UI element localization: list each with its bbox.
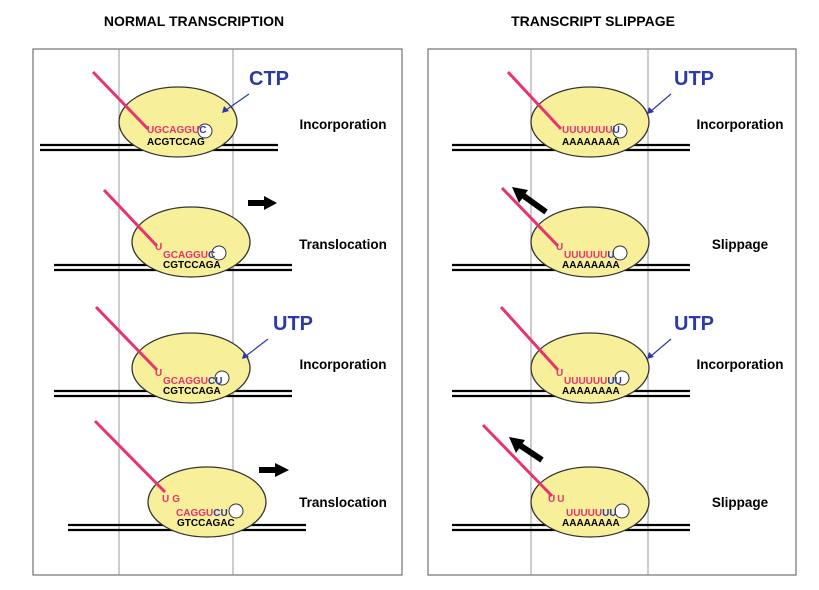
slippage-arrow bbox=[509, 437, 544, 463]
nucleotide-pointer-head bbox=[222, 106, 229, 113]
nucleotide-pointer bbox=[245, 338, 269, 357]
rna-transcript bbox=[94, 305, 159, 372]
nucleotide-pointer-head bbox=[647, 352, 654, 359]
dna-template-sequence: CGTCCAGA bbox=[163, 260, 221, 271]
active-site bbox=[612, 245, 628, 261]
rna-transcript bbox=[500, 186, 560, 248]
active-site bbox=[612, 123, 628, 139]
rna-overhang: U bbox=[556, 242, 563, 253]
dna-template-sequence: GTCCAGAC bbox=[177, 518, 235, 529]
rna-transcript bbox=[102, 188, 159, 248]
slippage-arrow bbox=[512, 187, 548, 215]
dna-template-sequence: AAAAAAAA bbox=[562, 386, 620, 397]
active-site bbox=[197, 123, 213, 139]
normal-step-3: U GCAGGUCU CGTCCAGA UTP Incorporation bbox=[54, 305, 387, 404]
rna-sequence: GCAGGUC bbox=[163, 250, 215, 261]
nucleotide-pointer bbox=[650, 93, 672, 112]
rna-sequence: GCAGGUCU bbox=[163, 376, 222, 387]
panel-title-slippage: TRANSCRIPT SLIPPAGE bbox=[511, 13, 675, 29]
step-label: Incorporation bbox=[697, 357, 784, 372]
panel-frame-normal bbox=[32, 48, 403, 576]
normal-step-1: UGCAGGUC ACGTCCAG CTP Incorporation bbox=[40, 68, 387, 158]
incoming-nucleotide: UTP bbox=[674, 68, 714, 90]
polymerase bbox=[147, 466, 267, 538]
rna-overhang: U bbox=[155, 242, 162, 253]
rna-overhang: UU bbox=[548, 494, 566, 505]
dna-template-sequence: AAAAAAAA bbox=[562, 518, 620, 529]
nucleotide-pointer bbox=[650, 338, 672, 357]
dna-template-sequence: AAAAAAAA bbox=[562, 260, 620, 271]
translocation-arrow bbox=[259, 463, 289, 477]
rna-sequence: UUUUUUU bbox=[566, 508, 617, 519]
incoming-nucleotide: UTP bbox=[273, 313, 313, 335]
rna-transcript bbox=[91, 70, 150, 131]
rna-sequence: CAGGUCU bbox=[176, 508, 228, 519]
rna-sequence: UGCAGGUC bbox=[147, 125, 206, 136]
normal-step-2: U GCAGGUC CGTCCAGA Translocation bbox=[54, 188, 387, 278]
rna-sequence: UUUUUUUU bbox=[564, 376, 622, 387]
slippage-step-3: U UUUUUUUU AAAAAAAA UTP Incorporation bbox=[452, 305, 784, 404]
nucleotide-pointer bbox=[225, 93, 250, 111]
polymerase bbox=[530, 466, 650, 538]
panel-title-normal: NORMAL TRANSCRIPTION bbox=[104, 13, 284, 29]
incoming-nucleotide: UTP bbox=[674, 313, 714, 335]
slippage-step-4: UU UUUUUUU AAAAAAAA Slippage bbox=[452, 423, 769, 538]
rna-transcript bbox=[499, 305, 560, 372]
rna-overhang: UG bbox=[162, 494, 183, 505]
polymerase bbox=[118, 86, 238, 158]
nucleotide-pointer-head bbox=[242, 352, 249, 359]
polymerase bbox=[530, 86, 650, 158]
rna-sequence: UUUUUUUU bbox=[562, 125, 620, 136]
step-label: Incorporation bbox=[697, 117, 784, 132]
step-label: Incorporation bbox=[300, 357, 387, 372]
active-site bbox=[228, 503, 244, 519]
panel-frame-slippage bbox=[427, 48, 797, 576]
rna-transcript bbox=[93, 419, 167, 494]
rna-overhang: U bbox=[556, 368, 563, 379]
normal-step-4: UG CAGGUCU GTCCAGAC Translocation bbox=[68, 419, 387, 538]
rna-transcript bbox=[481, 423, 554, 498]
incoming-nucleotide: CTP bbox=[249, 68, 289, 90]
active-site bbox=[614, 370, 630, 386]
polymerase bbox=[131, 332, 251, 404]
rna-overhang: U bbox=[155, 368, 162, 379]
active-site bbox=[214, 370, 230, 386]
step-label: Translocation bbox=[299, 495, 387, 510]
slippage-step-2: U UUUUUUU AAAAAAAA Slippage bbox=[452, 186, 769, 278]
active-site bbox=[614, 503, 630, 519]
nucleotide-pointer-head bbox=[647, 107, 654, 114]
dna-template-sequence: AAAAAAAA bbox=[562, 137, 620, 148]
step-label: Incorporation bbox=[300, 117, 387, 132]
step-label: Slippage bbox=[712, 237, 769, 252]
polymerase bbox=[530, 332, 650, 404]
rna-transcript bbox=[506, 70, 563, 131]
dna-template-sequence: CGTCCAGA bbox=[163, 386, 221, 397]
translocation-arrow bbox=[248, 196, 277, 210]
step-label: Slippage bbox=[712, 495, 769, 510]
dna-template-sequence: ACGTCCAG bbox=[147, 137, 205, 148]
rna-sequence: UUUUUUU bbox=[564, 250, 615, 261]
step-label: Translocation bbox=[299, 237, 387, 252]
active-site bbox=[211, 245, 227, 261]
slippage-step-1: UUUUUUUU AAAAAAAA UTP Incorporation bbox=[452, 68, 784, 158]
